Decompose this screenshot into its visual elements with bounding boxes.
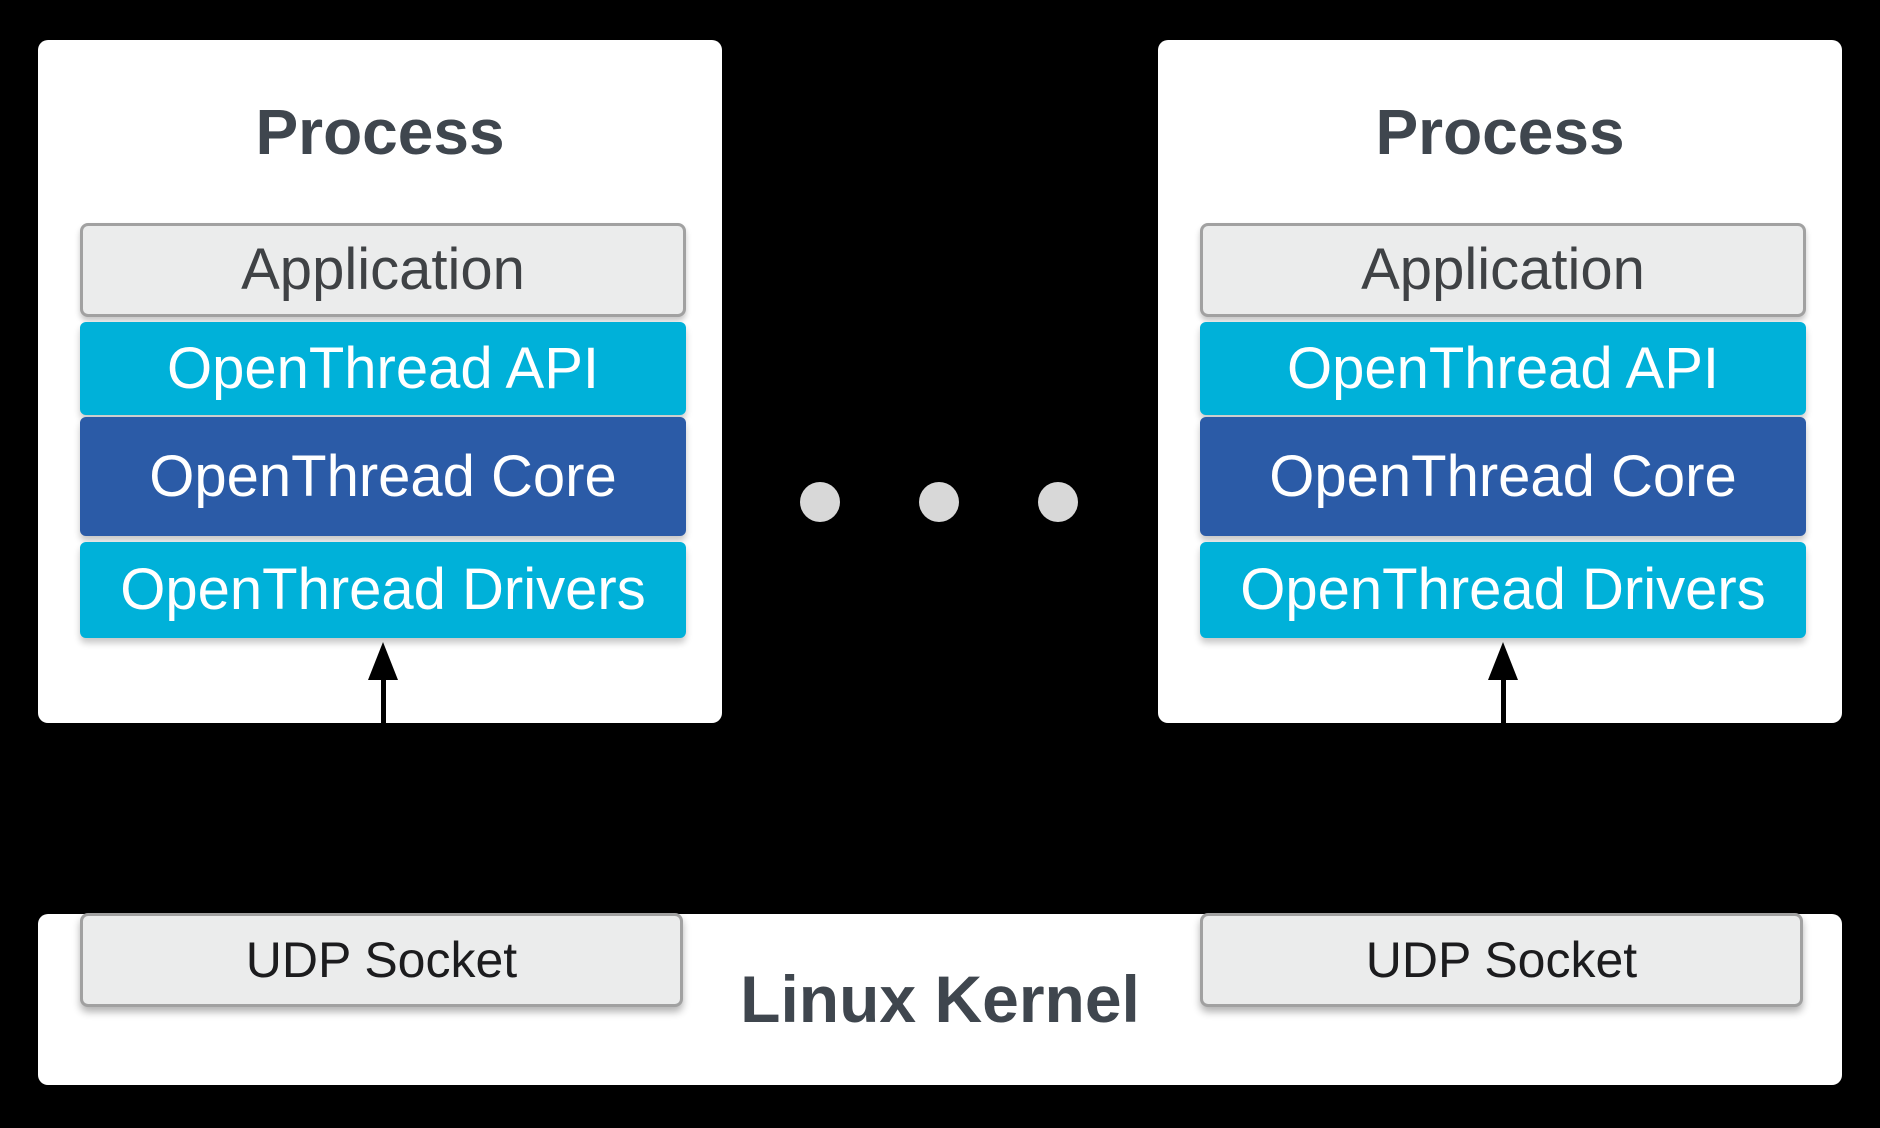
process-title: Process [255, 96, 505, 168]
process-box-right: Process Application OpenThread API OpenT… [1158, 40, 1842, 723]
ellipsis-dot [800, 482, 840, 522]
process-box-left: Process Application OpenThread API OpenT… [38, 40, 722, 723]
openthread-core-layer: OpenThread Core [80, 417, 686, 536]
application-layer: Application [80, 223, 686, 317]
linux-kernel-title: Linux Kernel [740, 962, 1140, 1036]
up-arrow-line [1501, 678, 1506, 723]
udp-socket-left: UDP Socket [80, 913, 683, 1007]
udp-socket-right: UDP Socket [1200, 913, 1803, 1007]
openthread-drivers-layer: OpenThread Drivers [80, 542, 686, 638]
process-title: Process [1375, 96, 1625, 168]
up-arrow-icon [368, 642, 398, 680]
ellipsis-dot [919, 482, 959, 522]
up-arrow-line [381, 678, 386, 723]
openthread-api-layer: OpenThread API [1200, 322, 1806, 415]
up-arrow-icon [1488, 642, 1518, 680]
openthread-core-layer: OpenThread Core [1200, 417, 1806, 536]
openthread-drivers-layer: OpenThread Drivers [1200, 542, 1806, 638]
application-layer: Application [1200, 223, 1806, 317]
ellipsis-dot [1038, 482, 1078, 522]
openthread-api-layer: OpenThread API [80, 322, 686, 415]
